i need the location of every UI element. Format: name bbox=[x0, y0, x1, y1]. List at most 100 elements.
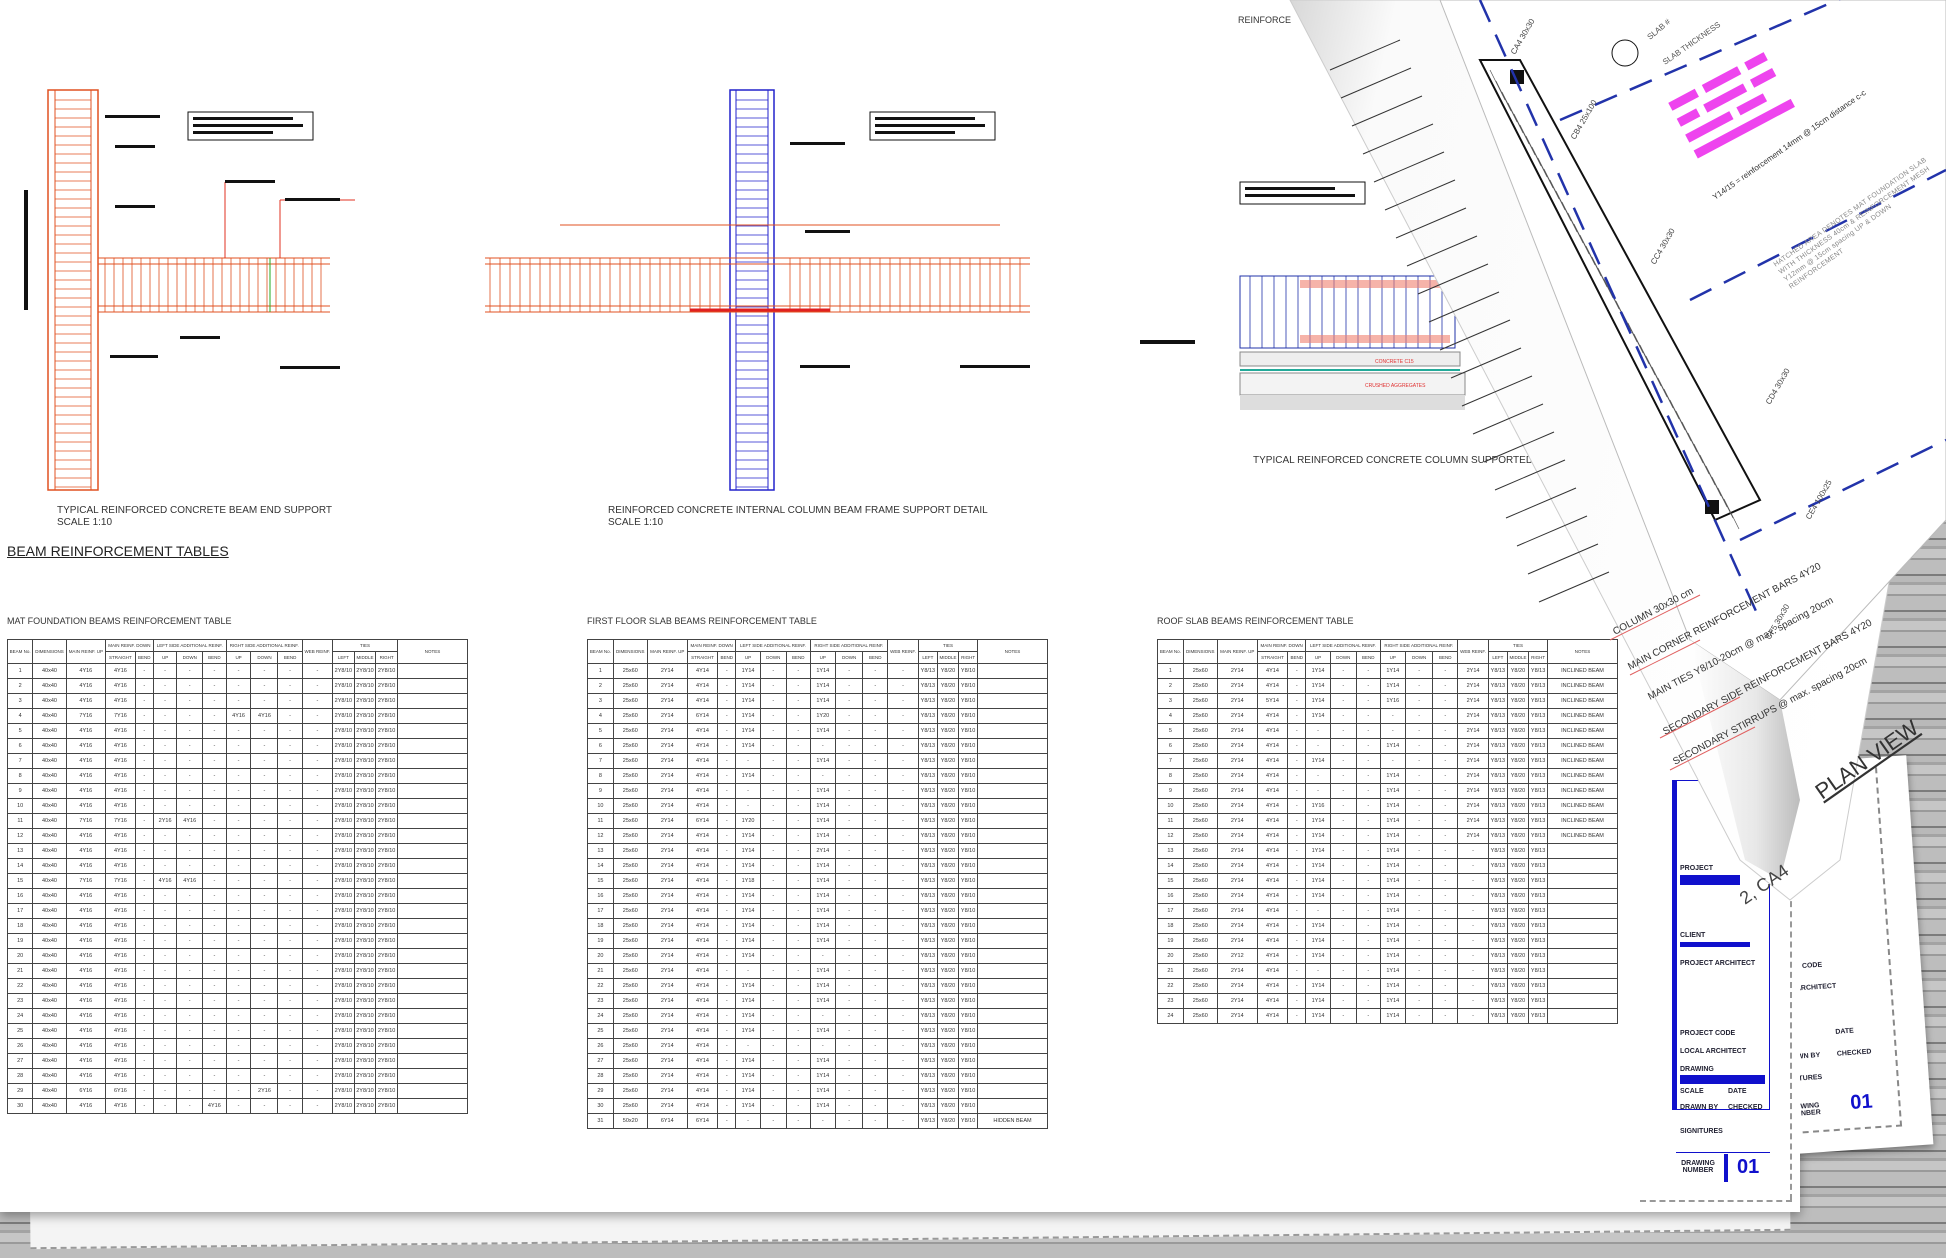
table-cell: - bbox=[759, 993, 787, 1009]
table-cell: - bbox=[834, 918, 864, 934]
table-cell: - bbox=[134, 1008, 154, 1024]
table-title-mat: MAT FOUNDATION BEAMS REINFORCEMENT TABLE bbox=[7, 616, 232, 626]
col-beam-no: BEAM No. bbox=[6, 639, 34, 664]
beam-end-support-detail bbox=[24, 89, 355, 491]
table-cell: - bbox=[1287, 873, 1307, 889]
table-cell: - bbox=[1287, 723, 1307, 739]
table-cell: Y8/13 bbox=[1488, 873, 1508, 889]
table-cell: - bbox=[134, 903, 154, 919]
table-cell: - bbox=[1432, 1008, 1459, 1024]
scale-label: SCALE bbox=[1680, 1088, 1704, 1095]
table-cell: - bbox=[134, 1098, 154, 1114]
table-cell: - bbox=[717, 1113, 737, 1129]
table-cell: - bbox=[759, 1113, 787, 1129]
table-cell: - bbox=[1287, 828, 1307, 844]
table-cell: 30 bbox=[6, 1098, 34, 1114]
table-cell: - bbox=[717, 663, 737, 679]
date-label: DATE bbox=[1728, 1088, 1747, 1095]
table-cell bbox=[397, 1098, 468, 1114]
table-cell: - bbox=[176, 783, 204, 799]
project-label: PROJECT bbox=[1680, 865, 1714, 872]
table-cell: 31 bbox=[587, 1113, 614, 1129]
table-cell: - bbox=[1355, 1008, 1381, 1024]
detail-3-title: TYPICAL REINFORCED CONCRETE COLUMN SUPPO… bbox=[1253, 455, 1547, 466]
table-cell: 2Y8/10 bbox=[332, 1098, 355, 1114]
client-label: CLIENT bbox=[1680, 932, 1706, 939]
table-cell: 4Y14 bbox=[1256, 1008, 1289, 1024]
table-cell: - bbox=[176, 1098, 204, 1114]
project-code-label: PROJECT CODE bbox=[1680, 1030, 1736, 1037]
table-cell: 40x40 bbox=[32, 1098, 67, 1114]
table-cell: - bbox=[1404, 978, 1434, 994]
table-cell: - bbox=[834, 843, 864, 859]
table-cell: - bbox=[301, 918, 334, 934]
table-cell: - bbox=[834, 1083, 864, 1099]
col-dimensions: DIMENSIONS bbox=[32, 639, 67, 664]
table-title-roof: ROOF SLAB BEAMS REINFORCEMENT TABLE bbox=[1157, 616, 1354, 626]
table-cell: Y8/13 bbox=[918, 963, 938, 979]
checked-label: CHECKED bbox=[1728, 1104, 1763, 1111]
table-cell: - bbox=[1287, 1008, 1307, 1024]
grid-axis-lines bbox=[1478, 0, 1946, 621]
table-cell: 50x20 bbox=[612, 1113, 648, 1129]
table-cell: - bbox=[176, 828, 204, 844]
table-cell: Y8/13 bbox=[918, 858, 938, 874]
drawing-number: 01 bbox=[1737, 1156, 1760, 1178]
project-architect-label: PROJECT ARCHITECT bbox=[1680, 960, 1756, 967]
detail-drawings bbox=[24, 89, 1030, 491]
table-cell: - bbox=[1329, 1008, 1357, 1024]
table-cell: 7Y16 bbox=[65, 708, 107, 724]
drawing-number-label: DRAWING NUMBER bbox=[1681, 1160, 1715, 1174]
detail-1-scale: SCALE 1:10 bbox=[57, 517, 113, 528]
drawing-label: DRAWING bbox=[1680, 1066, 1714, 1073]
table-cell: - bbox=[1457, 1008, 1490, 1024]
table-cell: - bbox=[887, 753, 920, 769]
table-cell: - bbox=[887, 1113, 920, 1129]
table-cell: - bbox=[759, 1038, 787, 1054]
table-cell: - bbox=[887, 1023, 920, 1039]
table-cell: 7Y16 bbox=[65, 873, 107, 889]
table-cell: - bbox=[134, 888, 154, 904]
table-cell: - bbox=[1287, 798, 1307, 814]
table-cell: INCLINED BEAM bbox=[1547, 723, 1618, 739]
table-cell: Y8/13 bbox=[918, 1038, 938, 1054]
table-cell: - bbox=[1287, 678, 1307, 694]
table-cell: - bbox=[1404, 993, 1434, 1009]
signatures-label: SIGNITURES bbox=[1680, 1128, 1723, 1135]
table-cell: Y8/13 bbox=[918, 873, 938, 889]
table-cell: - bbox=[834, 1113, 864, 1129]
local-architect-label: LOCAL ARCHITECT bbox=[1680, 1048, 1747, 1055]
